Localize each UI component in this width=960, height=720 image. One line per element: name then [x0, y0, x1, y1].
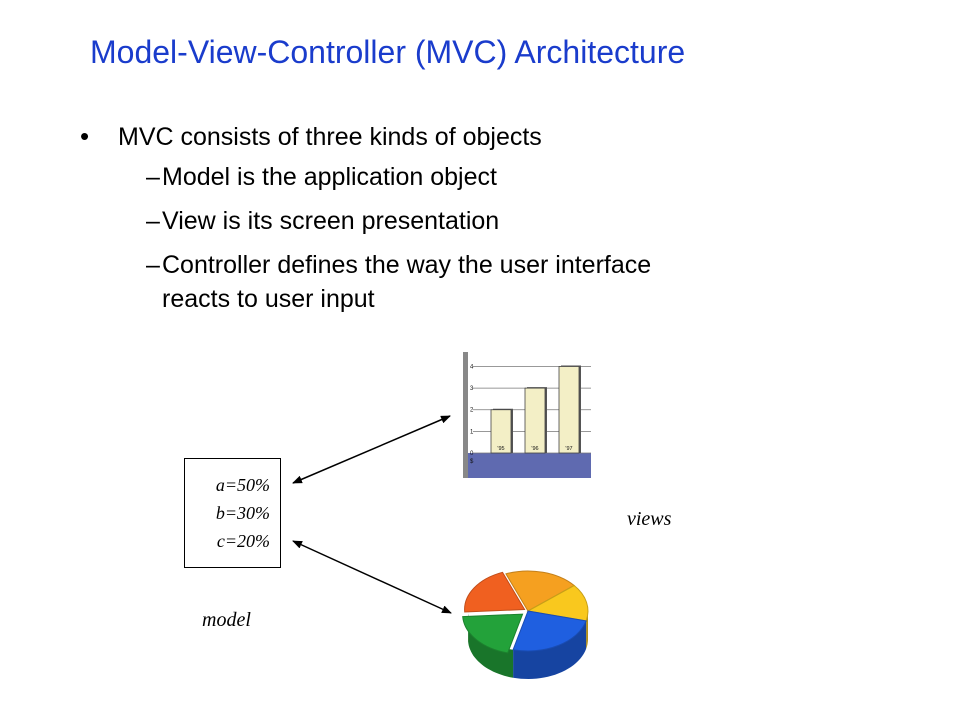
bullet-main: • MVC consists of three kinds of objects: [80, 120, 800, 160]
bar-chart-bar: [524, 387, 546, 454]
sub-bullet-view: – View is its screen presentation: [80, 204, 800, 248]
pie-chart-slice: [464, 571, 526, 613]
bar-chart-category-label: '97: [565, 446, 572, 452]
bar-chart-bar: [558, 366, 580, 454]
model-caption: model: [202, 609, 251, 631]
pie-chart-slice: [512, 610, 587, 652]
sub-dash: –: [146, 163, 160, 191]
bar-chart-left-edge: [463, 352, 468, 478]
model-value-c: c=20%: [216, 531, 270, 551]
model-box: a=50% b=30% c=20%: [184, 458, 281, 568]
sub-dash: –: [146, 251, 160, 279]
bar-chart-tick-label: 2: [470, 408, 474, 414]
sub-bullet-text: Controller defines the way the user inte…: [162, 251, 652, 279]
bar-chart-tick-label: 0: [470, 451, 474, 457]
bar-chart-xlabel: $: [470, 459, 474, 465]
bar-chart-category-label: '95: [497, 446, 504, 452]
pie-chart-view: [462, 570, 589, 679]
sub-bullet-text: Model is the application object: [162, 163, 497, 191]
bullet-dot: •: [80, 121, 90, 151]
pie-chart-slice-side: [513, 620, 587, 679]
bar-chart-tick-label: 3: [470, 386, 474, 392]
bar-chart-view: 4 3 2 1 0 '95 '96 '97 $: [463, 352, 591, 478]
model-to-pie-arrow: [292, 540, 452, 614]
sub-bullet-controller: – Controller defines the way the user in…: [80, 248, 800, 282]
sub-bullet-controller-cont: reacts to user input: [80, 282, 800, 316]
model-value-a: a=50%: [215, 475, 270, 495]
sub-dash: –: [146, 207, 160, 235]
bullet-main-text: MVC consists of three kinds of objects: [118, 123, 542, 151]
bar-chart-tick-label: 4: [470, 364, 474, 370]
bar-chart-base-panel: [468, 453, 591, 478]
views-caption: views: [627, 508, 672, 530]
bar-chart-category-label: '96: [531, 446, 538, 452]
bar-chart-bar: [490, 409, 512, 454]
pie-chart-slice: [505, 570, 576, 612]
model-to-bar-arrow: [292, 415, 451, 484]
sub-bullet-model: – Model is the application object: [80, 160, 800, 204]
sub-bullet-text: reacts to user input: [162, 285, 375, 313]
sub-bullet-text: View is its screen presentation: [162, 207, 500, 235]
pie-chart-slice: [526, 584, 589, 622]
model-value-b: b=30%: [215, 503, 270, 523]
bullet-list: • MVC consists of three kinds of objects…: [80, 120, 800, 316]
bar-chart-tick-label: 1: [470, 429, 474, 435]
slide-title: Model-View-Controller (MVC) Architecture: [90, 34, 686, 70]
pie-chart-slice: [462, 613, 524, 654]
